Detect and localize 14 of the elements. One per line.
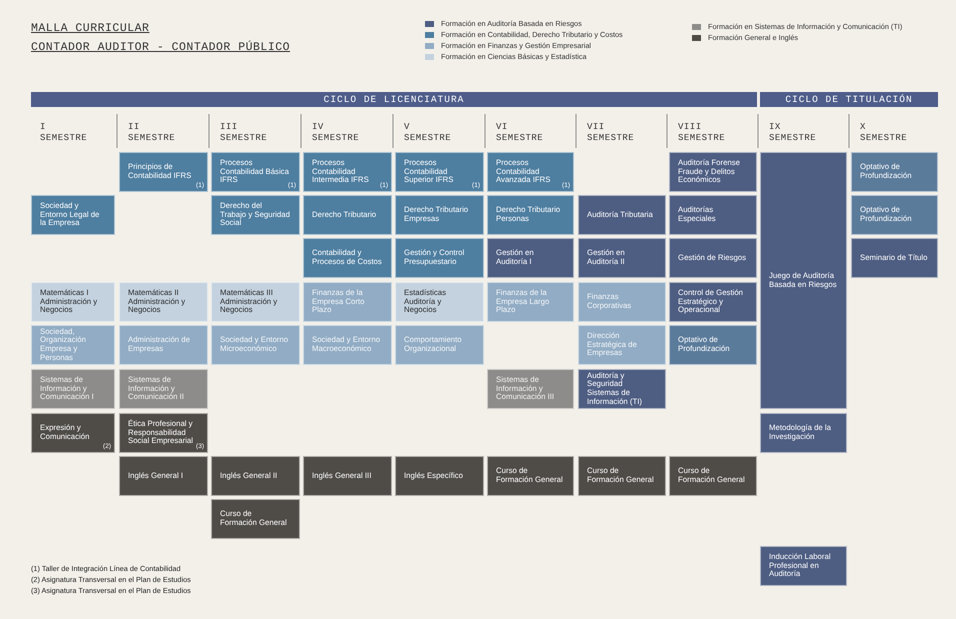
semester-header: IV SEMESTRE [312,122,360,144]
cycle-banner: CICLO DE TITULACIÓN [760,92,938,107]
subtitle: CONTADOR AUDITOR - CONTADOR PÚBLICO [31,41,290,54]
semester-header: VII SEMESTRE [587,122,634,144]
semester-header: I SEMESTRE [40,122,88,144]
semester-header: II SEMESTRE [128,122,176,144]
semester-header: V SEMESTRE [404,122,452,144]
semester-header: IX SEMESTRE [769,122,816,144]
title: MALLA CURRICULAR [31,22,150,35]
semester-header: X SEMESTRE [860,122,908,144]
semester-header: VIII SEMESTRE [678,122,726,144]
semester-header: VI SEMESTRE [496,122,544,144]
cycle-banner: CICLO DE LICENCIATURA [31,92,757,107]
semester-header: III SEMESTRE [220,122,268,144]
